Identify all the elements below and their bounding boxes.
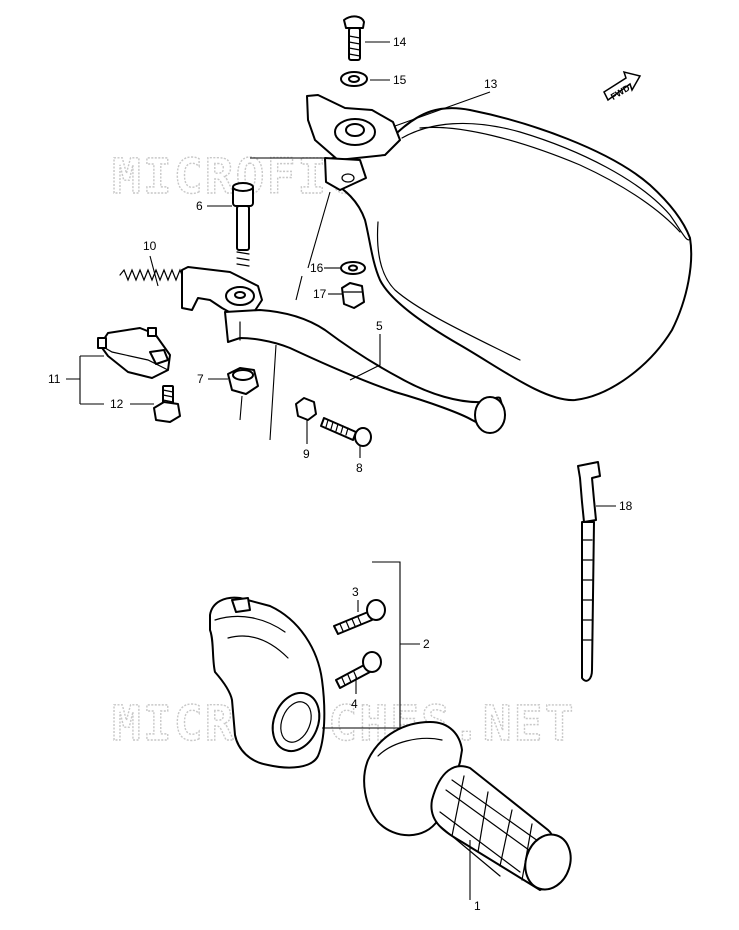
label-part-8: 8: [356, 461, 363, 475]
label-part-2: 2: [423, 637, 430, 651]
label-part-18: 18: [619, 499, 633, 513]
nut-part-9: [295, 397, 317, 421]
label-part-9: 9: [303, 447, 310, 461]
label-part-4: 4: [351, 697, 358, 711]
part-labels: 1 2 3 4 5 6 7 8 9 10 11 12 13 14 15 16 1…: [48, 35, 633, 913]
bolt-part-4: [335, 651, 382, 689]
label-part-11: 11: [48, 372, 61, 386]
label-part-15: 15: [393, 73, 407, 87]
pivot-bolt-part-6: [232, 182, 254, 267]
label-part-10: 10: [143, 239, 157, 253]
label-part-6: 6: [196, 199, 203, 213]
nut-part-17: [341, 282, 365, 309]
throttle-housing-part-2: [209, 596, 326, 769]
label-part-12: 12: [110, 397, 124, 411]
grip-part-1: [363, 721, 572, 891]
screw-part-12: [153, 385, 181, 423]
hand-guard-part: [306, 94, 693, 402]
washer-part-16: [340, 261, 366, 275]
washer-part-15: [340, 71, 368, 87]
bolt-part-3: [333, 599, 386, 635]
label-part-3: 3: [352, 585, 359, 599]
label-part-14: 14: [393, 35, 407, 49]
label-part-1: 1: [474, 899, 481, 913]
cable-tie-part-18: [577, 461, 601, 682]
label-part-5: 5: [376, 319, 383, 333]
leader-lines: [66, 41, 616, 900]
switch-part-11: [97, 327, 171, 379]
collar-part-7: [227, 367, 259, 395]
fwd-arrow-icon: FWD: [603, 70, 642, 102]
label-part-17: 17: [313, 287, 327, 301]
watermark-bottom: MICROFICHES.NET: [112, 696, 575, 752]
label-part-16: 16: [310, 261, 324, 275]
label-part-13: 13: [484, 77, 498, 91]
label-part-7: 7: [197, 372, 204, 386]
bolt-part-14: [343, 15, 365, 61]
adjuster-screw-part-8: [320, 417, 372, 447]
clutch-lever-part-5: [181, 266, 506, 434]
